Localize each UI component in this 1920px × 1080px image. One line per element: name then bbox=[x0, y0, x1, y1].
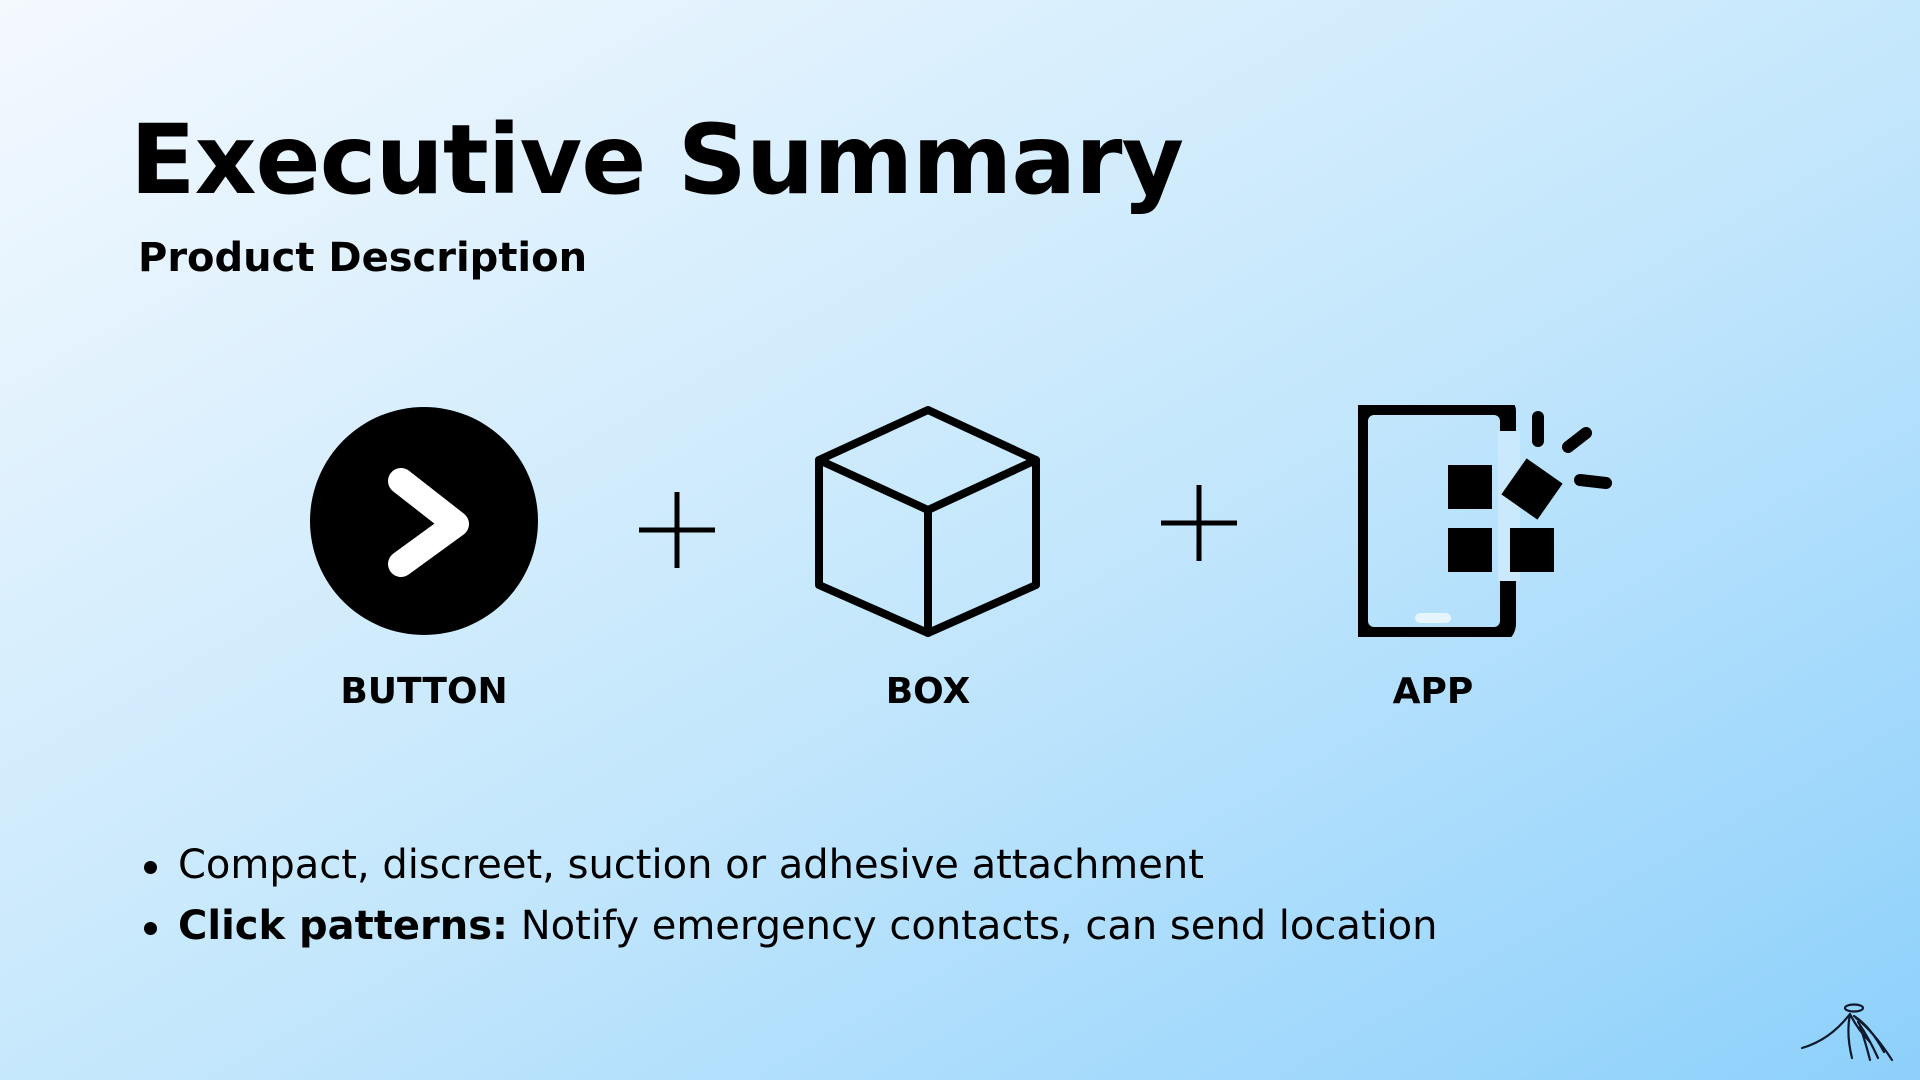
bullet-list: Compact, discreet, suction or adhesive a… bbox=[140, 835, 1438, 957]
bullet-item: Compact, discreet, suction or adhesive a… bbox=[140, 835, 1438, 896]
bullet-item: Click patterns: Notify emergency contact… bbox=[140, 896, 1438, 957]
bullet-text: Notify emergency contacts, can send loca… bbox=[520, 903, 1438, 949]
smartphone-apps-icon bbox=[1358, 405, 1612, 637]
bullet-lead: Click patterns: bbox=[178, 903, 509, 949]
plus-icon bbox=[639, 492, 715, 568]
angel-logo-icon bbox=[1800, 1003, 1894, 1062]
component-label-box: BOX bbox=[885, 671, 971, 712]
cube-icon bbox=[815, 406, 1040, 637]
component-label-button: BUTTON bbox=[340, 671, 508, 712]
play-chevron-circle-icon bbox=[310, 407, 538, 635]
slide-title: Executive Summary bbox=[130, 104, 1184, 216]
bullet-text: Compact, discreet, suction or adhesive a… bbox=[178, 842, 1204, 888]
component-label-app: APP bbox=[1392, 671, 1474, 712]
bullet-dot-icon bbox=[144, 922, 157, 935]
plus-icon bbox=[1161, 485, 1237, 561]
slide-subtitle: Product Description bbox=[138, 235, 588, 281]
bullet-dot-icon bbox=[144, 861, 157, 874]
